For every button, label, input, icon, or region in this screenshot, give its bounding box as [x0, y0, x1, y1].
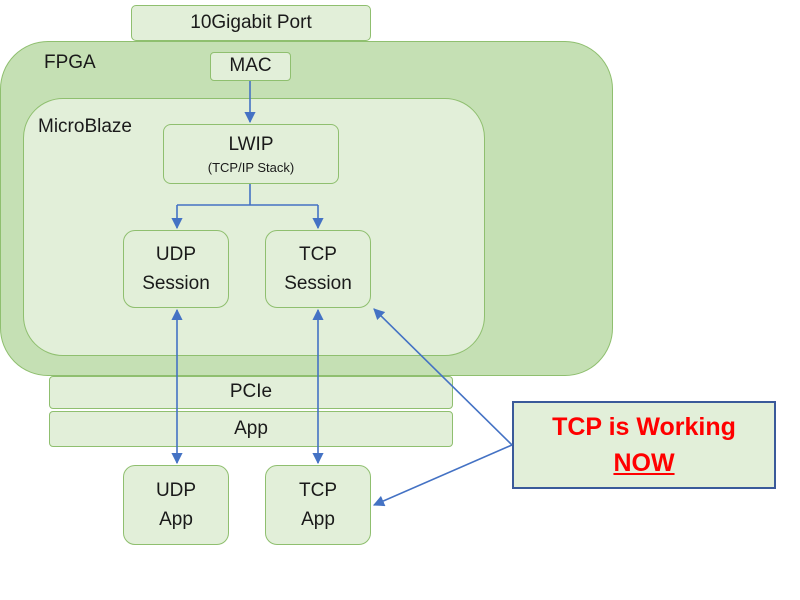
mac-label: MAC: [229, 55, 272, 77]
udp-session-line2: Session: [142, 273, 210, 294]
microblaze-label: MicroBlaze: [38, 116, 132, 137]
port-box: 10Gigabit Port: [131, 5, 371, 41]
tcp-app-line2: App: [301, 509, 335, 530]
fpga-label: FPGA: [44, 52, 96, 73]
udp-session-box: UDP Session: [123, 230, 229, 308]
lwip-title: LWIP: [228, 134, 274, 156]
udp-app-box: UDP App: [123, 465, 229, 545]
tcp-app-line1: TCP: [299, 479, 337, 501]
callout-line1: TCP is Working: [552, 412, 736, 441]
udp-session-line1: UDP: [155, 243, 197, 265]
udp-app-line2: App: [159, 509, 193, 530]
port-label: 10Gigabit Port: [190, 11, 312, 33]
lwip-subtitle: (TCP/IP Stack): [207, 159, 295, 175]
tcp-session-line1: TCP: [298, 243, 337, 265]
lwip-box: LWIP (TCP/IP Stack): [163, 124, 339, 184]
callout-line2: NOW: [613, 449, 675, 477]
arrow-callout-to-tcp-app: [372, 444, 513, 507]
app-bar: App: [49, 411, 453, 447]
mac-box: MAC: [210, 52, 291, 81]
pcie-bar: PCIe: [49, 376, 453, 409]
app-label: App: [234, 417, 268, 439]
tcp-session-line2: Session: [284, 273, 352, 294]
tcp-app-box: TCP App: [265, 465, 371, 545]
tcp-working-callout: TCP is Working NOW: [512, 401, 776, 489]
tcp-session-box: TCP Session: [265, 230, 371, 308]
pcie-label: PCIe: [229, 381, 273, 403]
udp-app-line1: UDP: [155, 479, 197, 501]
